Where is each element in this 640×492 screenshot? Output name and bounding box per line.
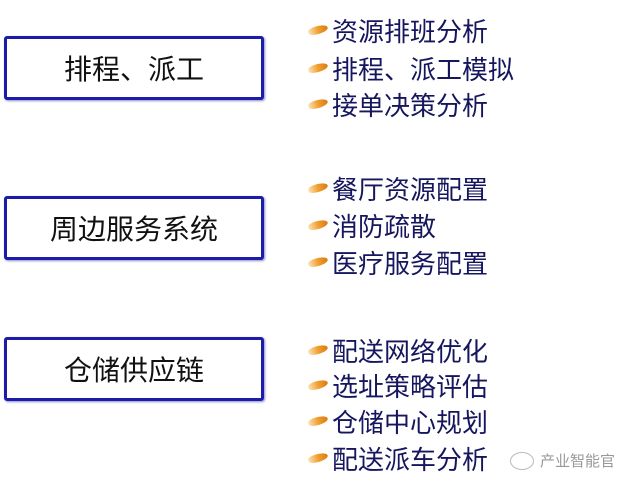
list-item: 配送派车分析: [307, 440, 488, 476]
category-title: 周边服务系统: [49, 213, 218, 246]
category-title: 排程、派工: [63, 53, 204, 86]
list-item: 餐厅资源配置: [307, 170, 488, 206]
list-item: 消防疏散: [307, 207, 436, 243]
bullet-icon: [307, 414, 329, 428]
list-item: 医疗服务配置: [307, 244, 488, 280]
list-item: 选址策略评估: [307, 367, 488, 403]
list-item: 仓储中心规划: [307, 403, 488, 439]
list-item: 资源排班分析: [307, 12, 488, 48]
list-item: 排程、派工模拟: [307, 50, 514, 86]
bullet-icon: [307, 61, 329, 75]
category-box-supply-chain: 仓储供应链: [4, 337, 264, 401]
bullet-icon: [307, 451, 329, 465]
category-box-scheduling: 排程、派工: [4, 36, 264, 100]
bullet-icon: [307, 218, 329, 232]
list-item: 配送网络优化: [307, 332, 488, 368]
bullet-icon: [307, 23, 329, 37]
watermark: 产业智能官: [510, 450, 615, 471]
bullet-icon: [307, 181, 329, 195]
category-box-services: 周边服务系统: [4, 196, 264, 260]
bullet-icon: [307, 97, 329, 111]
wechat-icon: [510, 451, 534, 470]
category-title: 仓储供应链: [63, 354, 204, 387]
bullet-icon: [307, 343, 329, 357]
bullet-icon: [307, 255, 329, 269]
bullet-icon: [307, 378, 329, 392]
list-item: 接单决策分析: [307, 86, 488, 122]
